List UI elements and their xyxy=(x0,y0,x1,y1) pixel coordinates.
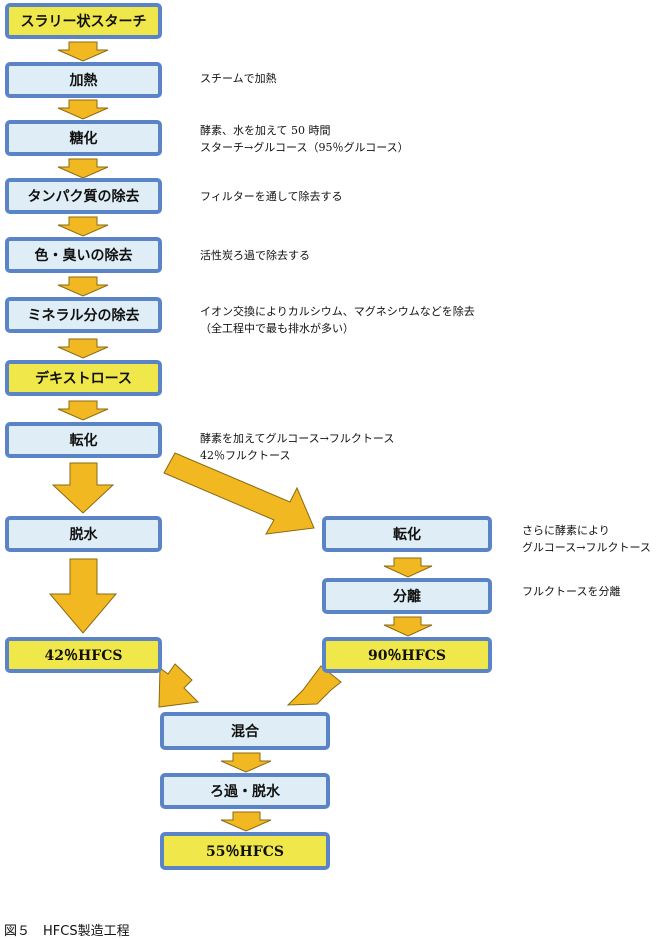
step-label: 混合 xyxy=(231,724,259,740)
note-line: 42％フルクトース xyxy=(200,449,291,462)
arrow-heating-sacch xyxy=(57,99,109,120)
note-conversion: 酵素を加えてグルコース→フルクトース 42％フルクトース xyxy=(200,430,394,464)
step-protein-removal: タンパク質の除去 xyxy=(5,178,162,214)
note-separation: フルクトースを分離 xyxy=(522,583,620,600)
arrow-mineral-dextrose xyxy=(57,338,109,359)
step-separation: 分離 xyxy=(322,578,492,614)
step-label: デキストロース xyxy=(35,371,132,387)
arrow-slurry-heating xyxy=(57,41,109,62)
step-label: 転化 xyxy=(393,527,421,543)
step-dextrose: デキストロース xyxy=(5,360,162,396)
note-heating: スチームで加熱 xyxy=(200,70,277,87)
step-conversion-2: 転化 xyxy=(322,516,492,552)
step-label: 55％HFCS xyxy=(206,844,284,860)
note-line: 酵素を加えてグルコース→フルクトース xyxy=(200,432,395,445)
step-label: 糖化 xyxy=(69,131,98,147)
arrow-filter-hfcs55 xyxy=(220,811,272,832)
step-label: スラリー状スターチ xyxy=(20,14,147,30)
step-label: 転化 xyxy=(69,433,98,449)
note-line: グルコース→フルクトース xyxy=(522,541,651,554)
step-label: ろ過・脱水 xyxy=(210,784,280,800)
note-line: フルクトースを分離 xyxy=(522,585,621,598)
note-line: イオン交換によりカルシウム、マグネシウムなどを除去 xyxy=(200,305,475,318)
arrow-conversion-dehydration xyxy=(51,462,115,514)
note-mineral: イオン交換によりカルシウム、マグネシウムなどを除去 （全工程中で最も排水が多い） xyxy=(200,303,475,337)
step-label: 加熱 xyxy=(69,73,98,89)
note-line: （全工程中で最も排水が多い） xyxy=(200,322,354,335)
note-protein: フィルターを通して除去する xyxy=(200,188,342,205)
step-hfcs-55: 55％HFCS xyxy=(160,832,330,870)
figure-caption: 図５ HFCS製造工程 xyxy=(4,924,130,939)
step-label: 90％HFCS xyxy=(368,648,446,664)
step-conversion: 転化 xyxy=(5,422,162,458)
note-line: 酵素、水を加えて 50 時間 xyxy=(200,124,331,137)
step-label: 分離 xyxy=(393,589,421,605)
arrow-conversion-branch xyxy=(163,452,315,535)
step-saccharification: 糖化 xyxy=(5,120,162,156)
step-label: ミネラル分の除去 xyxy=(27,308,140,324)
step-label: 42％HFCS xyxy=(44,648,123,664)
arrow-hfcs90-mixing xyxy=(286,665,342,706)
step-hfcs-42: 42％HFCS xyxy=(5,637,162,673)
note-line: 活性炭ろ過で除去する xyxy=(200,249,310,262)
step-filter-dehydrate: ろ過・脱水 xyxy=(160,773,330,809)
arrow-color-mineral xyxy=(57,276,109,297)
step-color-odor-removal: 色・臭いの除去 xyxy=(5,237,162,273)
arrow-mixing-filter xyxy=(220,752,272,773)
step-label: タンパク質の除去 xyxy=(27,189,140,205)
note-line: スターチ→グルコース（95％グルコース） xyxy=(200,141,409,154)
step-label: 脱水 xyxy=(69,527,98,543)
note-line: さらに酵素により xyxy=(522,524,610,537)
note-saccharification: 酵素、水を加えて 50 時間 スターチ→グルコース（95％グルコース） xyxy=(200,122,409,156)
step-mineral-removal: ミネラル分の除去 xyxy=(5,297,162,333)
arrow-separation-hfcs90 xyxy=(383,616,433,637)
arrow-conversion2-separation xyxy=(383,557,433,578)
step-label: 色・臭いの除去 xyxy=(34,248,133,264)
arrow-sacch-protein xyxy=(57,158,109,179)
step-heating: 加熱 xyxy=(5,62,162,98)
step-hfcs-90: 90％HFCS xyxy=(322,637,492,673)
arrow-dehydration-hfcs42 xyxy=(48,558,118,634)
arrow-hfcs42-mixing xyxy=(158,663,200,708)
step-mixing: 混合 xyxy=(160,712,330,750)
note-line: フィルターを通して除去する xyxy=(200,190,343,203)
arrow-protein-color xyxy=(57,216,109,237)
arrow-dextrose-conversion xyxy=(57,400,109,421)
step-dehydration: 脱水 xyxy=(5,516,162,552)
note-line: スチームで加熱 xyxy=(200,72,277,85)
note-conversion-2: さらに酵素により グルコース→フルクトース xyxy=(522,522,651,556)
note-color-odor: 活性炭ろ過で除去する xyxy=(200,247,310,264)
step-slurry-starch: スラリー状スターチ xyxy=(5,3,162,39)
